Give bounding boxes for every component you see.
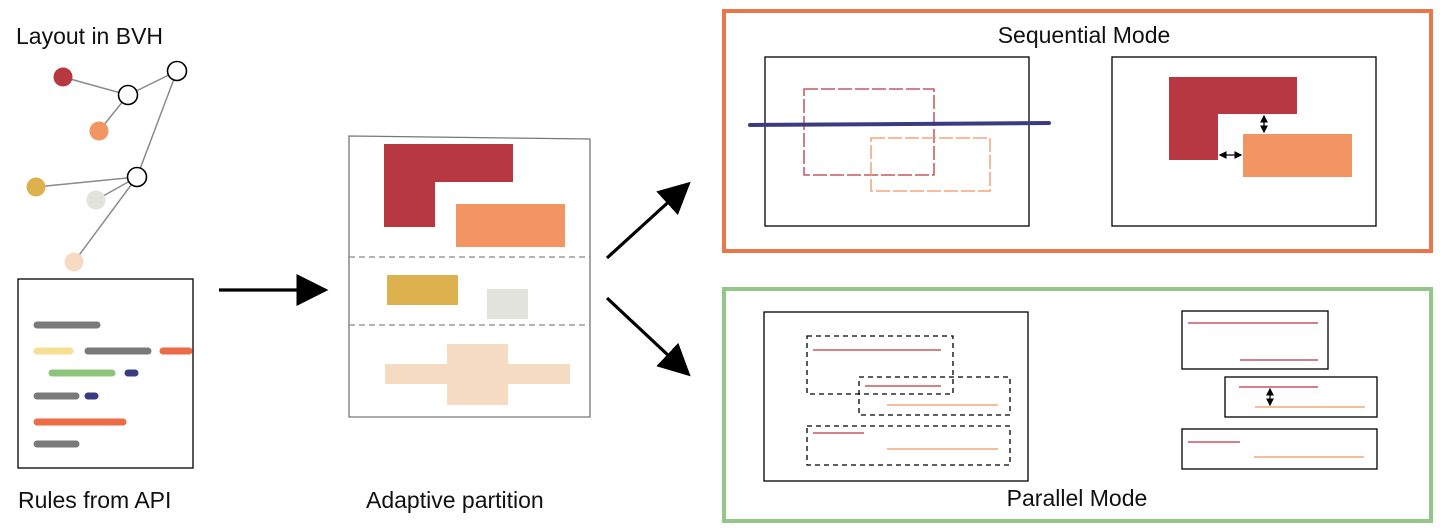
arrow-to-sequential bbox=[605, 181, 691, 260]
group-box-dashed bbox=[806, 335, 954, 395]
rect-orange bbox=[456, 204, 565, 247]
rect-yellow bbox=[387, 275, 458, 305]
bvh-root-node bbox=[166, 60, 188, 82]
cross-shape-peach bbox=[385, 344, 570, 405]
rect-orange-detail bbox=[1243, 134, 1352, 177]
layout-in-bvh-title: Layout in BVH bbox=[16, 23, 163, 49]
arrow-to-parallel bbox=[605, 296, 691, 377]
bvh-tree bbox=[26, 60, 188, 272]
bvh-leaf-gray bbox=[86, 190, 106, 210]
parallel-box-1 bbox=[1181, 310, 1329, 370]
bvh-internal-node bbox=[126, 166, 148, 188]
bbox-red-dashed bbox=[803, 88, 935, 176]
rules-panel bbox=[17, 278, 194, 469]
rules-from-api-title: Rules from API bbox=[18, 487, 171, 513]
l-shape-red bbox=[384, 144, 513, 227]
parallel-box-3 bbox=[1181, 428, 1378, 470]
sequential-mode-title: Sequential Mode bbox=[998, 22, 1171, 48]
parallel-mode-panel: Parallel Mode bbox=[722, 287, 1433, 523]
group-box-dashed bbox=[858, 376, 1011, 416]
l-shape-red-detail bbox=[1169, 77, 1297, 160]
group-box-dashed bbox=[806, 425, 1011, 466]
parallel-box-2 bbox=[1224, 376, 1378, 418]
bbox-orange-dashed bbox=[870, 137, 991, 192]
bvh-leaf-red bbox=[53, 67, 73, 87]
parallel-groups-box bbox=[763, 311, 1029, 482]
bvh-leaf-orange bbox=[89, 121, 109, 141]
bvh-leaf-peach bbox=[64, 252, 84, 272]
parallel-mode-title: Parallel Mode bbox=[1007, 485, 1148, 511]
bvh-edges bbox=[35, 70, 178, 263]
sequential-mode-panel: Sequential Mode bbox=[722, 9, 1433, 253]
bvh-internal-node bbox=[117, 84, 139, 106]
rect-gray bbox=[487, 289, 528, 319]
sweep-line bbox=[748, 121, 1051, 127]
adaptive-partition-title: Adaptive partition bbox=[366, 487, 544, 513]
sequential-sweep-box bbox=[764, 56, 1030, 227]
adaptive-partition-panel bbox=[348, 135, 591, 418]
bvh-leaf-yellow bbox=[26, 177, 46, 197]
